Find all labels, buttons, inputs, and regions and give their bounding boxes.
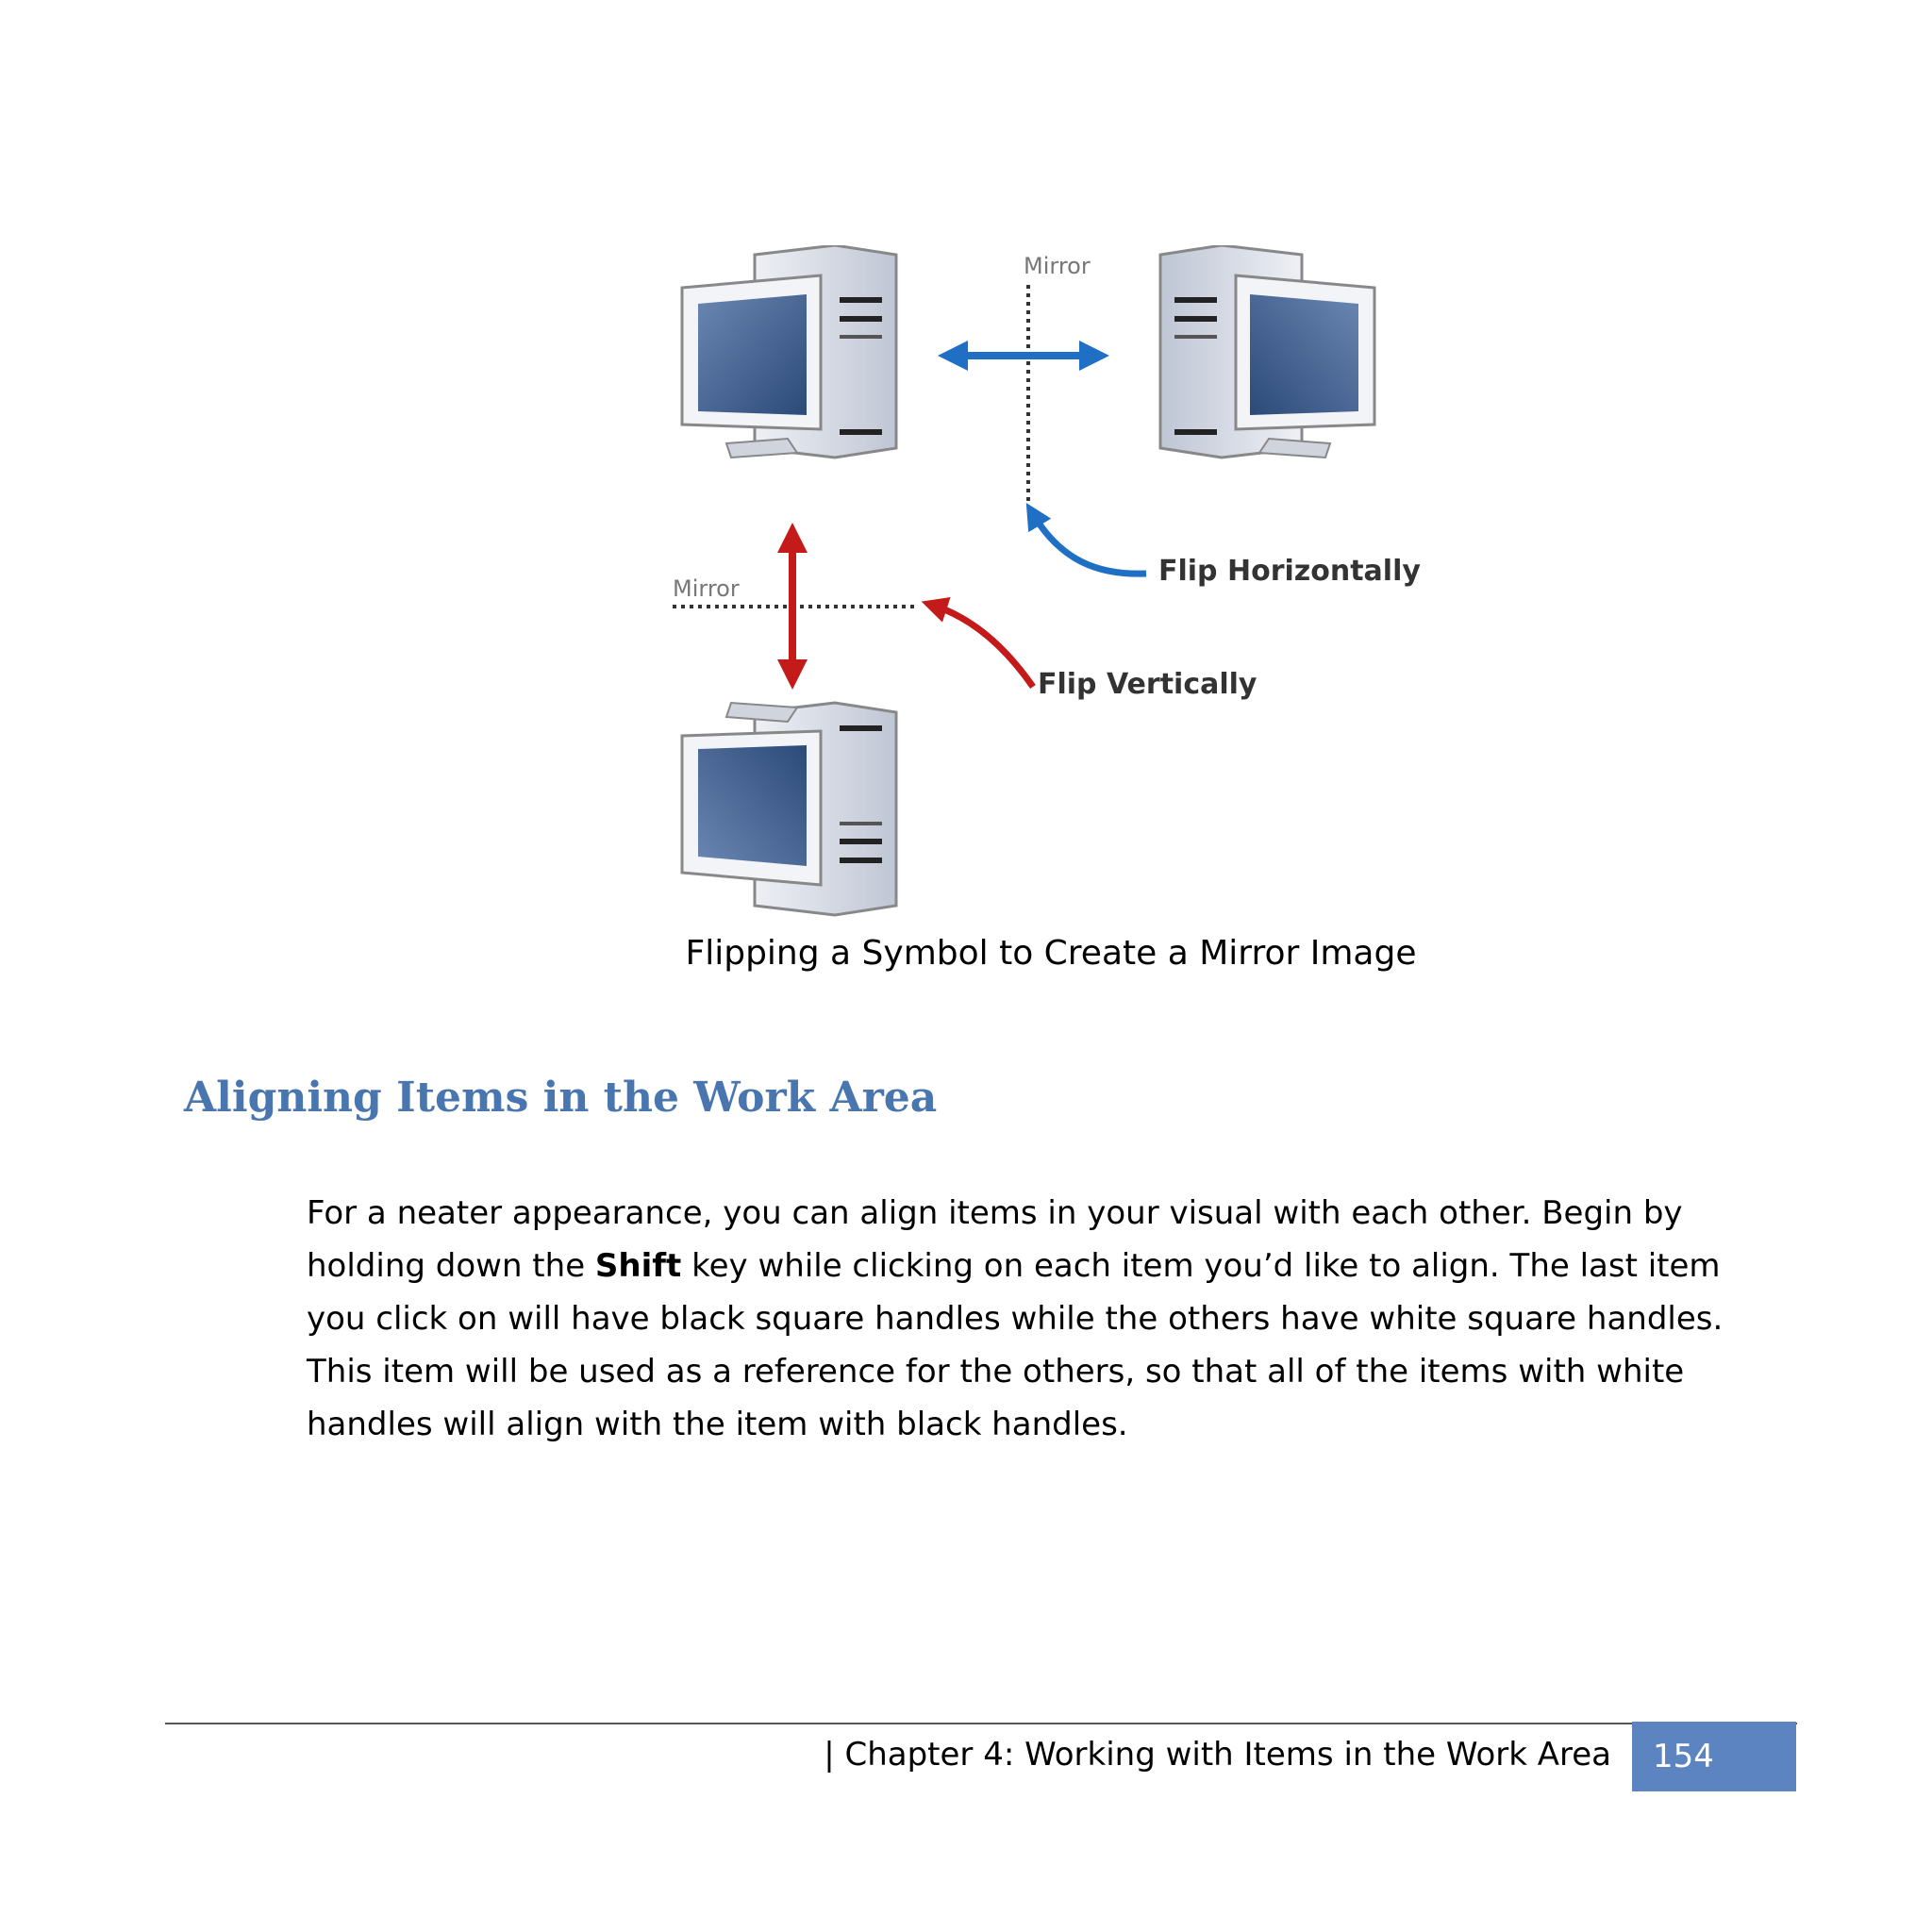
- mirror-label-top: Mirror: [1024, 253, 1091, 279]
- mirror-figure: Mirror Mirror Flip Horizontally Flip Ver…: [656, 245, 1429, 924]
- flip-vertically-label: Flip Vertically: [1038, 668, 1257, 701]
- figure-caption: Flipping a Symbol to Create a Mirror Ima…: [685, 934, 1417, 973]
- footer-divider: [165, 1723, 1797, 1724]
- computer-flipped-horizontal-icon: [1158, 245, 1376, 459]
- computer-flipped-vertical-icon: [680, 701, 898, 917]
- shift-key-bold: Shift: [594, 1247, 682, 1285]
- mirror-label-left: Mirror: [673, 575, 740, 602]
- flip-horizontal-pointer-icon: [1025, 502, 1147, 577]
- paragraph-text-1: For a neater appearance, you can align i…: [307, 1194, 1683, 1285]
- mirror-diagram: Mirror Mirror Flip Horizontally Flip Ver…: [673, 245, 1421, 917]
- section-paragraph: For a neater appearance, you can align i…: [307, 1187, 1778, 1451]
- section-heading: Aligning Items in the Work Area: [184, 1074, 938, 1122]
- paragraph-text-2: key while clicking on each item you’d li…: [307, 1247, 1724, 1443]
- computer-original-icon: [680, 245, 898, 459]
- footer-chapter-title: | Chapter 4: Working with Items in the W…: [824, 1736, 1611, 1774]
- page-number: 154: [1632, 1722, 1796, 1791]
- flip-horizontally-label: Flip Horizontally: [1158, 555, 1421, 588]
- flip-vertical-pointer-icon: [921, 597, 1036, 690]
